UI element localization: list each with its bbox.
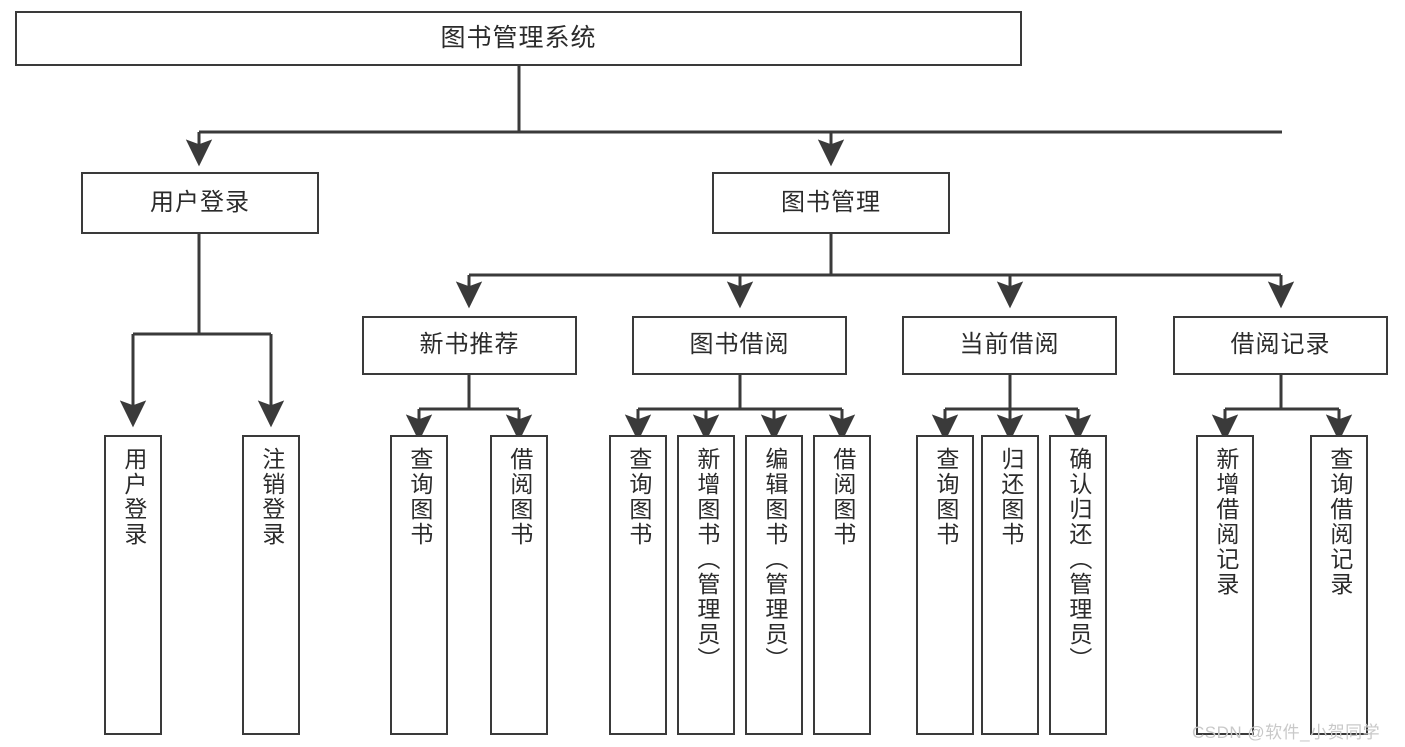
leaf-book-borrow-borrow[interactable]: 借阅图书	[813, 435, 871, 735]
node-current-borrow[interactable]: 当前借阅	[902, 316, 1117, 375]
node-current-borrow-label: 当前借阅	[959, 331, 1060, 359]
node-borrow-record-label: 借阅记录	[1230, 331, 1331, 359]
leaf-label: 归还图书	[997, 447, 1024, 547]
leaf-current-borrow-return[interactable]: 归还图书	[981, 435, 1039, 735]
leaf-current-borrow-query[interactable]: 查询图书	[916, 435, 974, 735]
leaf-borrow-record-add[interactable]: 新增借阅记录	[1196, 435, 1254, 735]
node-root-label: 图书管理系统	[440, 23, 597, 52]
csdn-watermark: CSDN @软件_小贺同学	[1192, 723, 1381, 742]
node-user-login-label: 用户登录	[150, 188, 250, 216]
node-book-management-label: 图书管理	[781, 188, 881, 216]
leaf-current-borrow-confirm-return[interactable]: 确认归还（管理员）	[1049, 435, 1107, 735]
node-new-book-recommend[interactable]: 新书推荐	[362, 316, 577, 375]
node-book-management[interactable]: 图书管理	[712, 172, 950, 234]
leaf-user-login-login[interactable]: 用户登录	[104, 435, 162, 735]
node-borrow-record[interactable]: 借阅记录	[1173, 316, 1388, 375]
node-root-system[interactable]: 图书管理系统	[15, 11, 1022, 66]
leaf-label: 查询图书	[932, 447, 959, 547]
leaf-label: 注销登录	[258, 447, 285, 547]
leaf-book-borrow-edit[interactable]: 编辑图书（管理员）	[745, 435, 803, 735]
node-book-borrow[interactable]: 图书借阅	[632, 316, 847, 375]
node-book-borrow-label: 图书借阅	[689, 331, 790, 359]
leaf-label: 借阅图书	[829, 447, 856, 547]
leaf-new-book-query[interactable]: 查询图书	[390, 435, 448, 735]
leaf-label: 编辑图书（管理员）	[761, 447, 788, 672]
leaf-label: 确认归还（管理员）	[1065, 447, 1092, 672]
leaf-label: 新增借阅记录	[1212, 447, 1239, 597]
leaf-borrow-record-query[interactable]: 查询借阅记录	[1310, 435, 1368, 735]
leaf-book-borrow-add[interactable]: 新增图书（管理员）	[677, 435, 735, 735]
leaf-user-login-logout[interactable]: 注销登录	[242, 435, 300, 735]
leaf-new-book-borrow[interactable]: 借阅图书	[490, 435, 548, 735]
leaf-label: 查询图书	[625, 447, 652, 547]
leaf-label: 查询图书	[406, 447, 433, 547]
leaf-label: 用户登录	[120, 447, 147, 547]
leaf-label: 新增图书（管理员）	[693, 447, 720, 672]
leaf-label: 借阅图书	[506, 447, 533, 547]
leaf-label: 查询借阅记录	[1326, 447, 1353, 597]
node-new-book-recommend-label: 新书推荐	[419, 331, 520, 359]
node-user-login[interactable]: 用户登录	[81, 172, 319, 234]
leaf-book-borrow-query[interactable]: 查询图书	[609, 435, 667, 735]
